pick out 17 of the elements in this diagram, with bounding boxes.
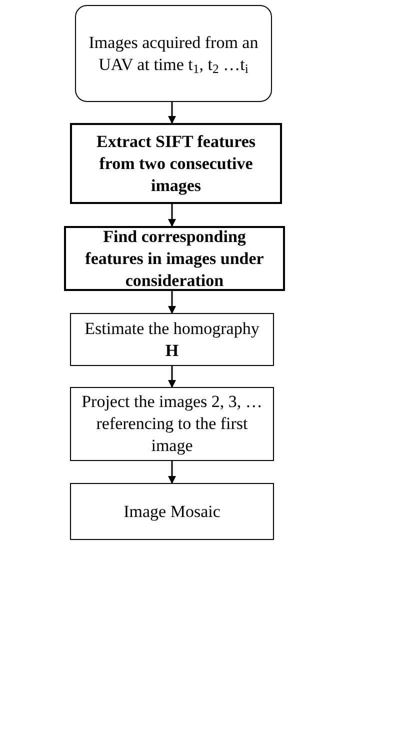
arrow	[168, 366, 176, 388]
arrow	[168, 461, 176, 484]
process-box	[70, 123, 282, 204]
box-text: Find corresponding features in images under consideration	[84, 226, 265, 292]
arrow	[168, 102, 176, 124]
box-text: Project the images 2, 3, … referencing to the first image	[80, 391, 264, 457]
process-box	[70, 483, 274, 540]
box-text: Image Mosaic	[124, 500, 220, 522]
process-box	[70, 387, 274, 461]
box-text: Extract SIFT features from two consecutive images	[96, 130, 256, 196]
arrow	[168, 291, 176, 314]
process-box	[70, 313, 274, 366]
process-box	[64, 226, 285, 291]
box-text: Images acquired from an UAV at time t$_{1}$, t$_{2}$ …t$_{i}$	[88, 32, 260, 76]
box-text: Estimate the homography H	[84, 318, 260, 362]
arrow	[168, 204, 176, 227]
process-box	[75, 5, 272, 102]
